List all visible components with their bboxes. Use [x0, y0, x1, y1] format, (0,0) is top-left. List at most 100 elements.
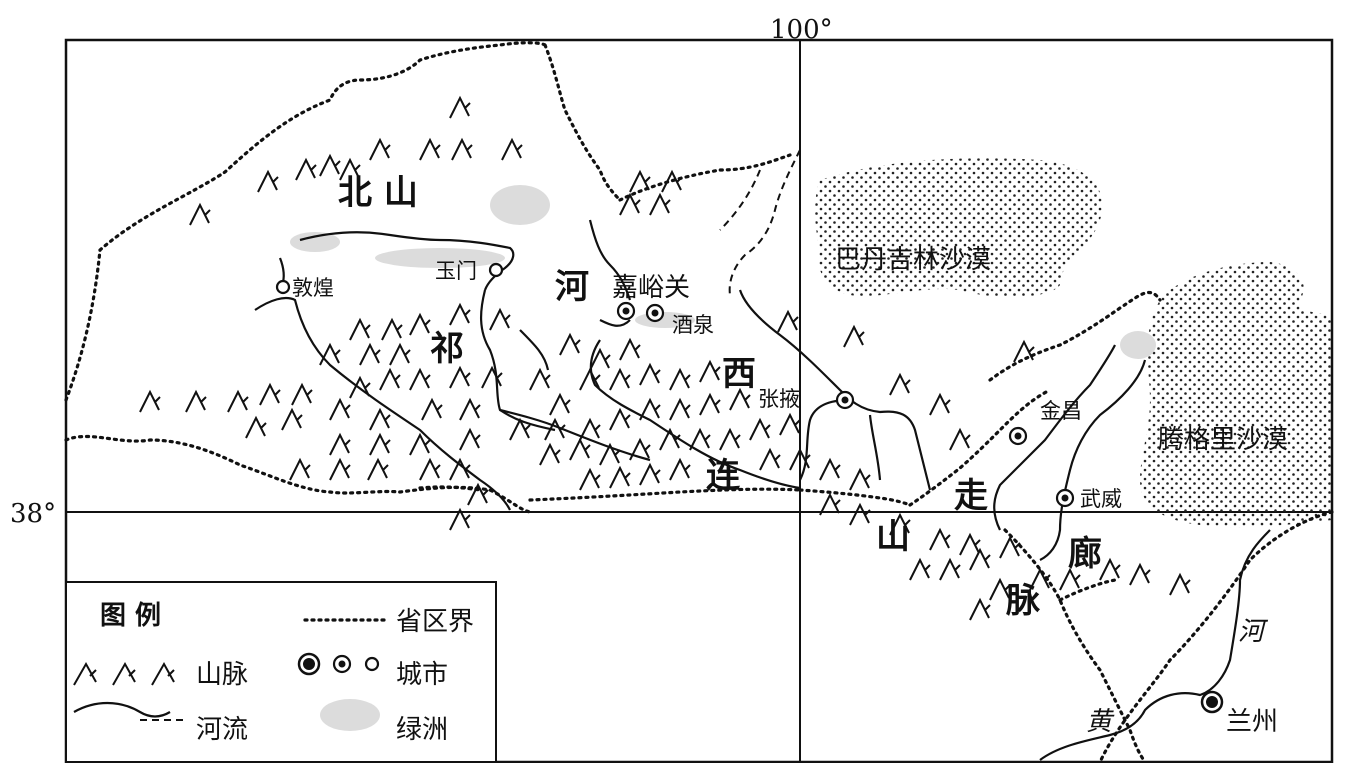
mountain-icon	[609, 407, 631, 431]
wuwei-label: 武威	[1080, 487, 1122, 511]
legend-city-label: 城市	[396, 660, 448, 690]
mountain-icon	[719, 427, 741, 451]
mountain-icon	[529, 367, 551, 391]
mountain-icon	[419, 457, 441, 481]
mountain-icon	[639, 462, 661, 486]
mountain-icon	[189, 202, 211, 226]
legend-city-symbol	[297, 652, 380, 676]
mountain-icon	[449, 457, 471, 481]
mountain-icon	[291, 382, 313, 406]
legend-river-symbol	[73, 702, 185, 721]
mountain-icon	[489, 307, 511, 331]
mountain-icon	[319, 153, 341, 177]
mountain-icon	[449, 302, 471, 326]
mountain-icon	[319, 342, 341, 366]
mountain-icon	[849, 502, 871, 526]
jiuquan-label: 酒泉	[672, 313, 714, 337]
mountain-icon	[369, 137, 391, 161]
legend-mountain-label: 山脉	[196, 660, 248, 690]
mountain-icon	[467, 482, 489, 506]
mountain-icon	[609, 465, 631, 489]
mountain-icon	[544, 417, 566, 441]
mountain-icon	[379, 367, 401, 391]
city-jinchang-marker	[1008, 426, 1028, 446]
mountain-icon	[959, 532, 981, 556]
mountain-icon	[409, 367, 431, 391]
mountain-icon	[909, 557, 931, 581]
mountain-icon	[389, 342, 411, 366]
mountain-icon	[549, 392, 571, 416]
mountain-icon	[227, 389, 249, 413]
mountain-icon	[459, 427, 481, 451]
tengger-desert-label: 腾格里沙漠	[1158, 425, 1288, 455]
qilian-char-1: 祁	[430, 329, 464, 369]
city-jiuquan-marker	[645, 303, 665, 323]
yumen-label: 玉门	[435, 259, 477, 283]
mountain-icon	[699, 359, 721, 383]
mountain-icon	[819, 457, 841, 481]
mountain-icon	[1013, 339, 1035, 363]
qilian-char-3: 山	[876, 517, 910, 557]
city-zhangye-marker	[835, 390, 855, 410]
mountain-icon	[759, 447, 781, 471]
mountain-icon	[449, 507, 471, 531]
mountain-icon	[599, 442, 621, 466]
qilian-char-4: 脉	[1006, 581, 1041, 621]
mountain-icon	[349, 375, 371, 399]
mountain-icon	[349, 317, 371, 341]
mountain-icon	[609, 367, 631, 391]
mountain-icon	[579, 367, 601, 391]
mountain-icon	[281, 407, 303, 431]
mountain-icon	[539, 442, 561, 466]
corridor-char-2: 西	[722, 354, 756, 394]
mountain-icon	[729, 387, 751, 411]
dunhuang-label: 敦煌	[292, 276, 334, 300]
tengger-desert	[1140, 262, 1332, 528]
mountain-icon	[329, 432, 351, 456]
oases	[290, 185, 1156, 359]
mountain-icon	[329, 457, 351, 481]
mountain-icon	[789, 447, 811, 471]
jiayuguan-label: 嘉峪关	[612, 273, 690, 303]
mountain-icon	[369, 407, 391, 431]
corridor-char-3: 走	[954, 476, 988, 516]
mountain-icon	[661, 169, 683, 193]
mountain-icon	[259, 382, 281, 406]
mountain-icon	[409, 312, 431, 336]
mountain-icon	[639, 397, 661, 421]
mountain-icon	[421, 397, 443, 421]
legend-oasis-label: 绿洲	[396, 715, 448, 745]
mountain-icon	[481, 365, 503, 389]
mountain-icon	[699, 392, 721, 416]
city-lanzhou-marker	[1200, 690, 1224, 714]
he-river-label: 河	[1238, 617, 1269, 647]
mountain-icon	[381, 317, 403, 341]
beishan-label: 北 山	[338, 173, 418, 213]
corridor-char-4: 廊	[1068, 534, 1102, 574]
mountain-icon	[339, 157, 361, 181]
mountain-icon	[569, 437, 591, 461]
mountain-icon	[649, 192, 671, 216]
mountain-icon	[779, 412, 801, 436]
badain-desert	[815, 158, 1103, 297]
mountain-icon	[819, 492, 841, 516]
mountain-icon	[969, 547, 991, 571]
mountain-icon	[849, 467, 871, 491]
mountain-icon	[409, 432, 431, 456]
mountain-icon	[639, 362, 661, 386]
lanzhou-label: 兰州	[1226, 707, 1278, 737]
mountain-icon	[1169, 572, 1191, 596]
mountain-icon	[579, 467, 601, 491]
mountain-icon	[669, 397, 691, 421]
legend-river-label: 河流	[196, 715, 248, 745]
mountain-icon	[329, 397, 351, 421]
zhangye-label: 张掖	[758, 387, 800, 411]
mountain-icon	[289, 457, 311, 481]
mountain-icon	[969, 597, 991, 621]
province-boundaries	[64, 41, 1334, 763]
mountain-icon	[889, 372, 911, 396]
mountain-icon	[929, 527, 951, 551]
mountain-icon	[629, 437, 651, 461]
mountain-icon	[449, 95, 471, 119]
